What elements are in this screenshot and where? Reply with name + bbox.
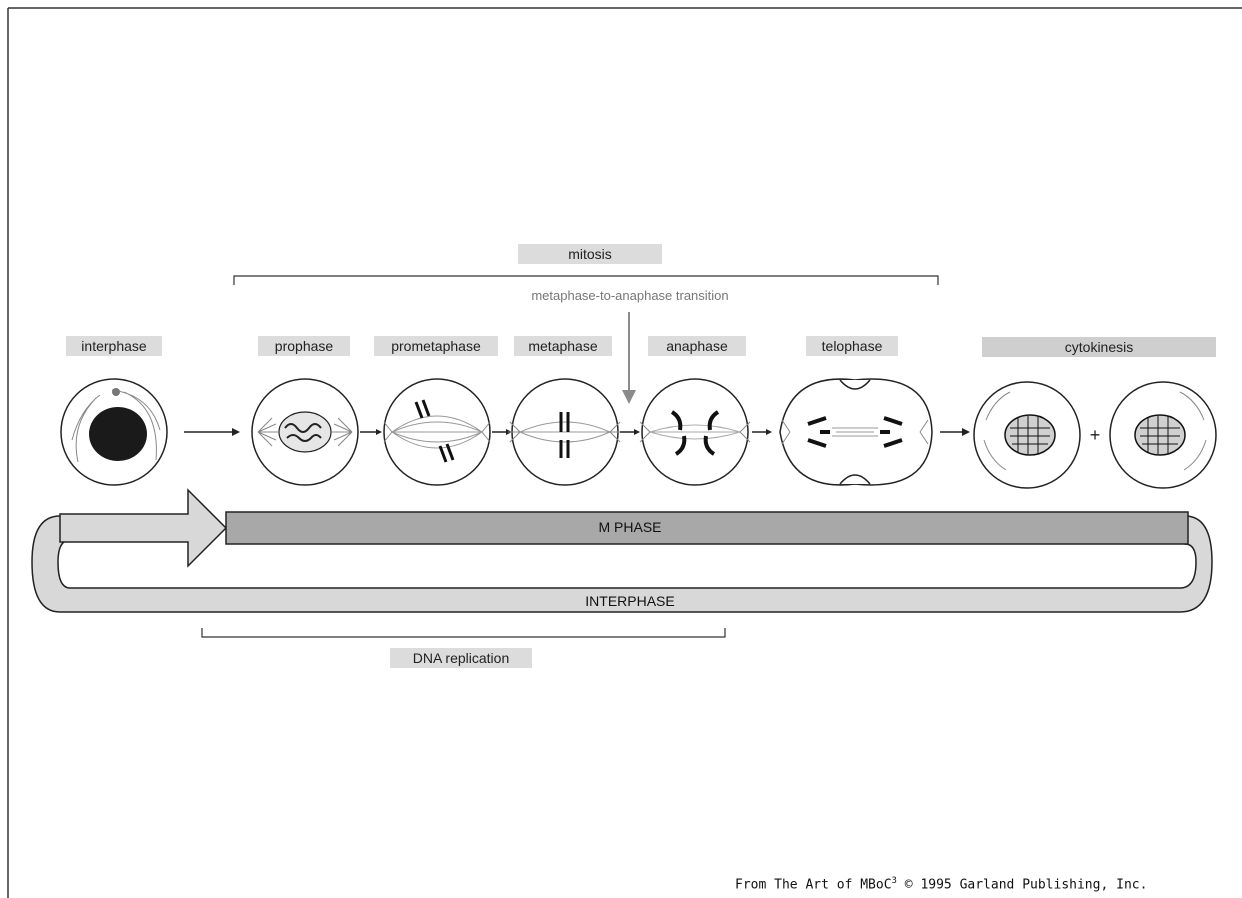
mitosis-bracket	[233, 275, 939, 285]
label-interphase-stage: interphase	[66, 336, 162, 356]
label-mitosis: mitosis	[518, 244, 662, 264]
label-dna-replication: DNA replication	[390, 648, 532, 668]
label-m-phase: M PHASE	[598, 519, 662, 535]
label-telophase: telophase	[806, 336, 898, 356]
cycle-arrow-head	[59, 488, 228, 568]
m-phase-band	[225, 511, 1189, 545]
label-prometaphase: prometaphase	[374, 336, 498, 356]
label-prophase: prophase	[258, 336, 350, 356]
transition-arrow	[622, 312, 636, 404]
arrow-telophase-to-cytokinesis	[940, 428, 970, 436]
cell-telophase	[779, 378, 933, 486]
cell-anaphase	[639, 378, 751, 486]
dna-replication-bracket	[201, 628, 726, 638]
cell-prophase	[251, 378, 359, 486]
cell-interphase	[60, 378, 168, 486]
credit-suffix: © 1995 Garland Publishing, Inc.	[896, 877, 1148, 893]
arrow-prophase-to-prometaphase	[360, 429, 382, 435]
label-anaphase: anaphase	[648, 336, 746, 356]
label-cytokinesis: cytokinesis	[982, 337, 1216, 357]
cell-prometaphase	[383, 378, 491, 486]
credit-superscript: 3	[891, 876, 897, 886]
credit-prefix: From The Art of MBoC	[735, 877, 892, 893]
plus-sign: +	[1090, 425, 1101, 445]
arrow-metaphase-to-anaphase	[620, 429, 640, 435]
daughter-cell-left	[973, 381, 1081, 489]
label-metaphase: metaphase	[514, 336, 612, 356]
label-interphase-band: INTERPHASE	[585, 593, 675, 609]
credit-line: From The Art of MBoC3 © 1995 Garland Pub…	[735, 876, 1242, 892]
arrow-anaphase-to-telophase	[752, 429, 772, 435]
label-transition: metaphase-to-anaphase transition	[531, 288, 729, 303]
arrow-interphase-to-prophase	[184, 428, 240, 436]
daughter-cell-right	[1109, 381, 1217, 489]
cell-metaphase	[508, 378, 622, 486]
